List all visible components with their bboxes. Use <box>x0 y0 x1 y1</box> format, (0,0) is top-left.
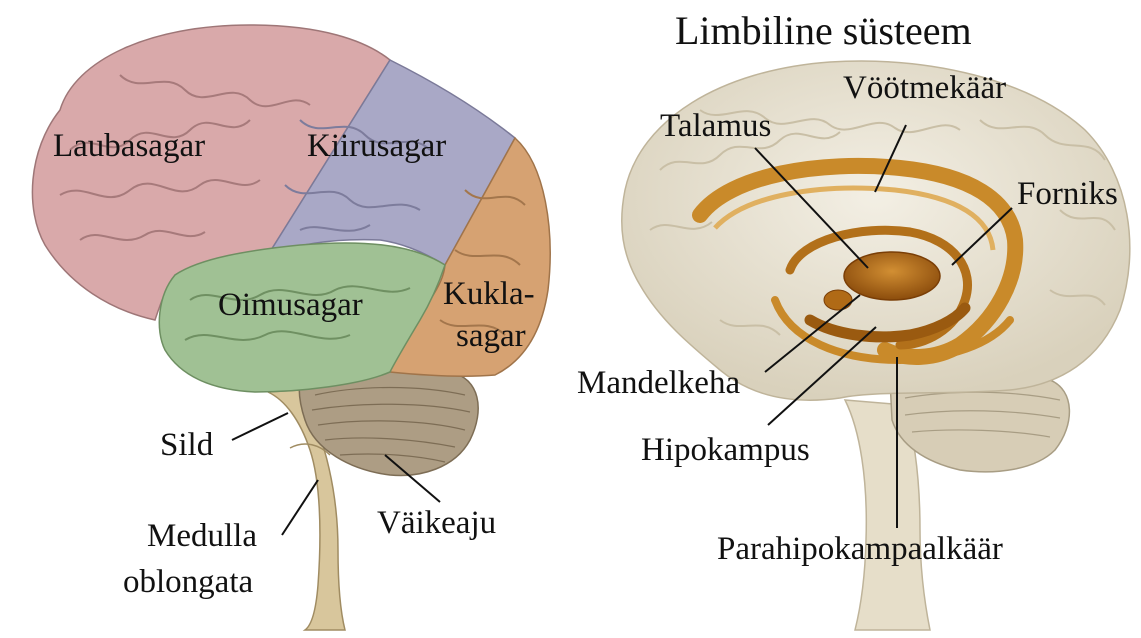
label-mandelkeha: Mandelkeha <box>577 365 740 401</box>
label-vootmekaar: Vöötmekäär <box>843 70 1006 106</box>
label-oimusagar: Oimusagar <box>218 287 363 323</box>
label-oblongata: oblongata <box>123 564 253 600</box>
label-medulla: Medulla <box>147 518 257 554</box>
limbic-title: Limbiline süsteem <box>675 8 972 54</box>
pointer-line-sild <box>232 413 288 440</box>
label-talamus: Talamus <box>660 108 771 144</box>
label-forniks: Forniks <box>1017 176 1118 212</box>
label-hipokampus: Hipokampus <box>641 432 810 468</box>
label-sagar: sagar <box>456 318 526 354</box>
pointer-line-medulla <box>282 480 318 535</box>
label-parahipokampaalkaar: Parahipokampaalkäär <box>717 531 1003 567</box>
label-sild: Sild <box>160 427 213 463</box>
label-kiirusagar: Kiirusagar <box>307 128 446 164</box>
label-laubasagar: Laubasagar <box>53 128 205 164</box>
label-vaikeaju: Väikeaju <box>377 505 496 541</box>
label-kukla: Kukla- <box>443 276 535 312</box>
amygdala-shape <box>824 290 852 310</box>
